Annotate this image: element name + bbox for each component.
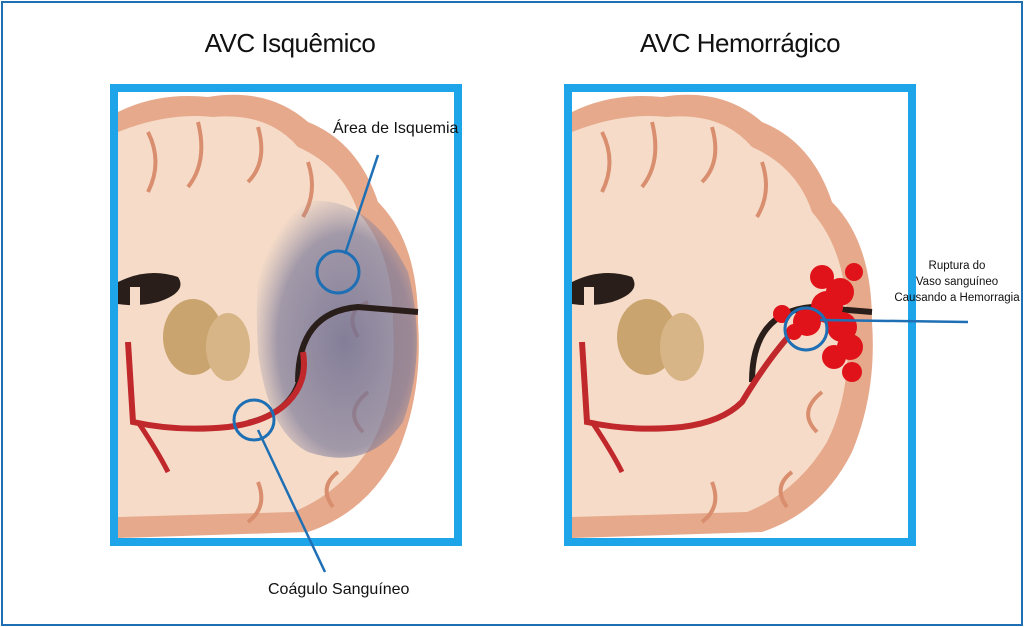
brain-white-matter — [572, 116, 848, 517]
rupture-label-line-1: Ruptura do — [928, 260, 986, 272]
gyri-folds — [600, 121, 824, 524]
sylvian-fissure — [295, 303, 419, 383]
blood-clot-label: Coágulo Sanguíneo — [268, 581, 410, 598]
middle-cerebral-artery — [125, 341, 307, 432]
basal-ganglia-2 — [660, 313, 704, 381]
ischemic-stroke-title: AVC Isquêmico — [204, 28, 376, 58]
rupture-marker-circle — [783, 306, 829, 352]
basal-ganglia-2 — [206, 313, 250, 381]
clot-marker-circle — [232, 398, 276, 442]
ischemia-area-label: Área de Isquemia — [333, 120, 459, 137]
rupture-leader-line — [819, 318, 969, 324]
ischemic-brain-panel — [110, 84, 462, 546]
hemorrhagic-brain-illustration — [572, 94, 873, 538]
hemorrhage-blood — [773, 263, 863, 382]
clot-leader-line — [256, 429, 327, 573]
hemorrhagic-stroke-title: AVC Hemorrágico — [639, 28, 841, 58]
ischemia-leader-line — [343, 154, 380, 255]
ventricle-center — [130, 287, 140, 322]
rupture-label-line-3: Causando a Hemorragia — [894, 292, 1020, 304]
ischemia-marker-circle — [315, 249, 361, 295]
middle-cerebral-artery — [579, 319, 805, 432]
rupture-label-line-2: Vaso sanguíneo — [915, 276, 999, 288]
ischemic-brain-illustration — [118, 94, 419, 538]
rupture-label: Ruptura do Vaso sanguíneo Causando a Hem… — [892, 258, 1022, 306]
hemorrhagic-brain-panel — [564, 84, 916, 546]
